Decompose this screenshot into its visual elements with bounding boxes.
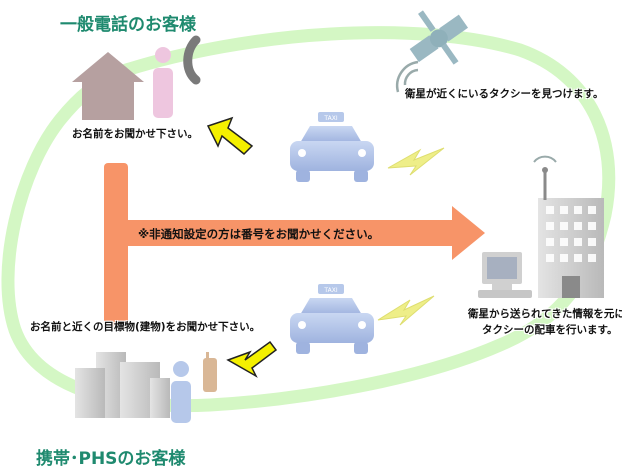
taxi-sign-label-bottom: TAXI [323, 287, 337, 294]
satellite-caption: 衛星が近くにいるタクシーを見つけます。 [405, 88, 604, 100]
telephone-icon [183, 35, 201, 85]
computer-icon [478, 252, 532, 298]
center-caption-line2: タクシーの配車を行います。 [482, 324, 618, 336]
office-building-icon [538, 198, 604, 298]
cellphone-icon [203, 352, 217, 392]
person-icon-blue [171, 361, 191, 423]
lightning-icon-bottom [377, 295, 435, 326]
mobile-title: 携帯･PHSのお客様 [36, 449, 186, 469]
arrow-note: ※非通知設定の方は番号をお聞かせください。 [138, 227, 380, 241]
satellite-icon [409, 10, 469, 65]
center-caption-line1: 衛星から送られてきた情報を元に [468, 308, 622, 320]
mobile-instruction: お名前と近くの目標物(建物)をお聞かせ下さい。 [30, 321, 261, 333]
taxi-sign-label-top: TAXI [323, 115, 337, 122]
pointer-arrow-bottom [226, 340, 278, 378]
pointer-arrow-top [206, 116, 254, 156]
flow-loop [1, 26, 616, 413]
taxi-icon-bottom [290, 284, 374, 354]
landline-instruction: お名前をお聞かせ下さい。 [72, 128, 198, 140]
house-icon [72, 52, 144, 120]
signal-waves [396, 60, 419, 93]
taxi-icon-top [290, 112, 374, 182]
antenna-icon [533, 155, 557, 200]
orange-arrow [104, 163, 485, 328]
person-icon-pink [153, 47, 173, 118]
lightning-icon-top [387, 147, 445, 176]
city-buildings-icon [75, 352, 170, 418]
landline-title: 一般電話のお客様 [60, 15, 196, 35]
